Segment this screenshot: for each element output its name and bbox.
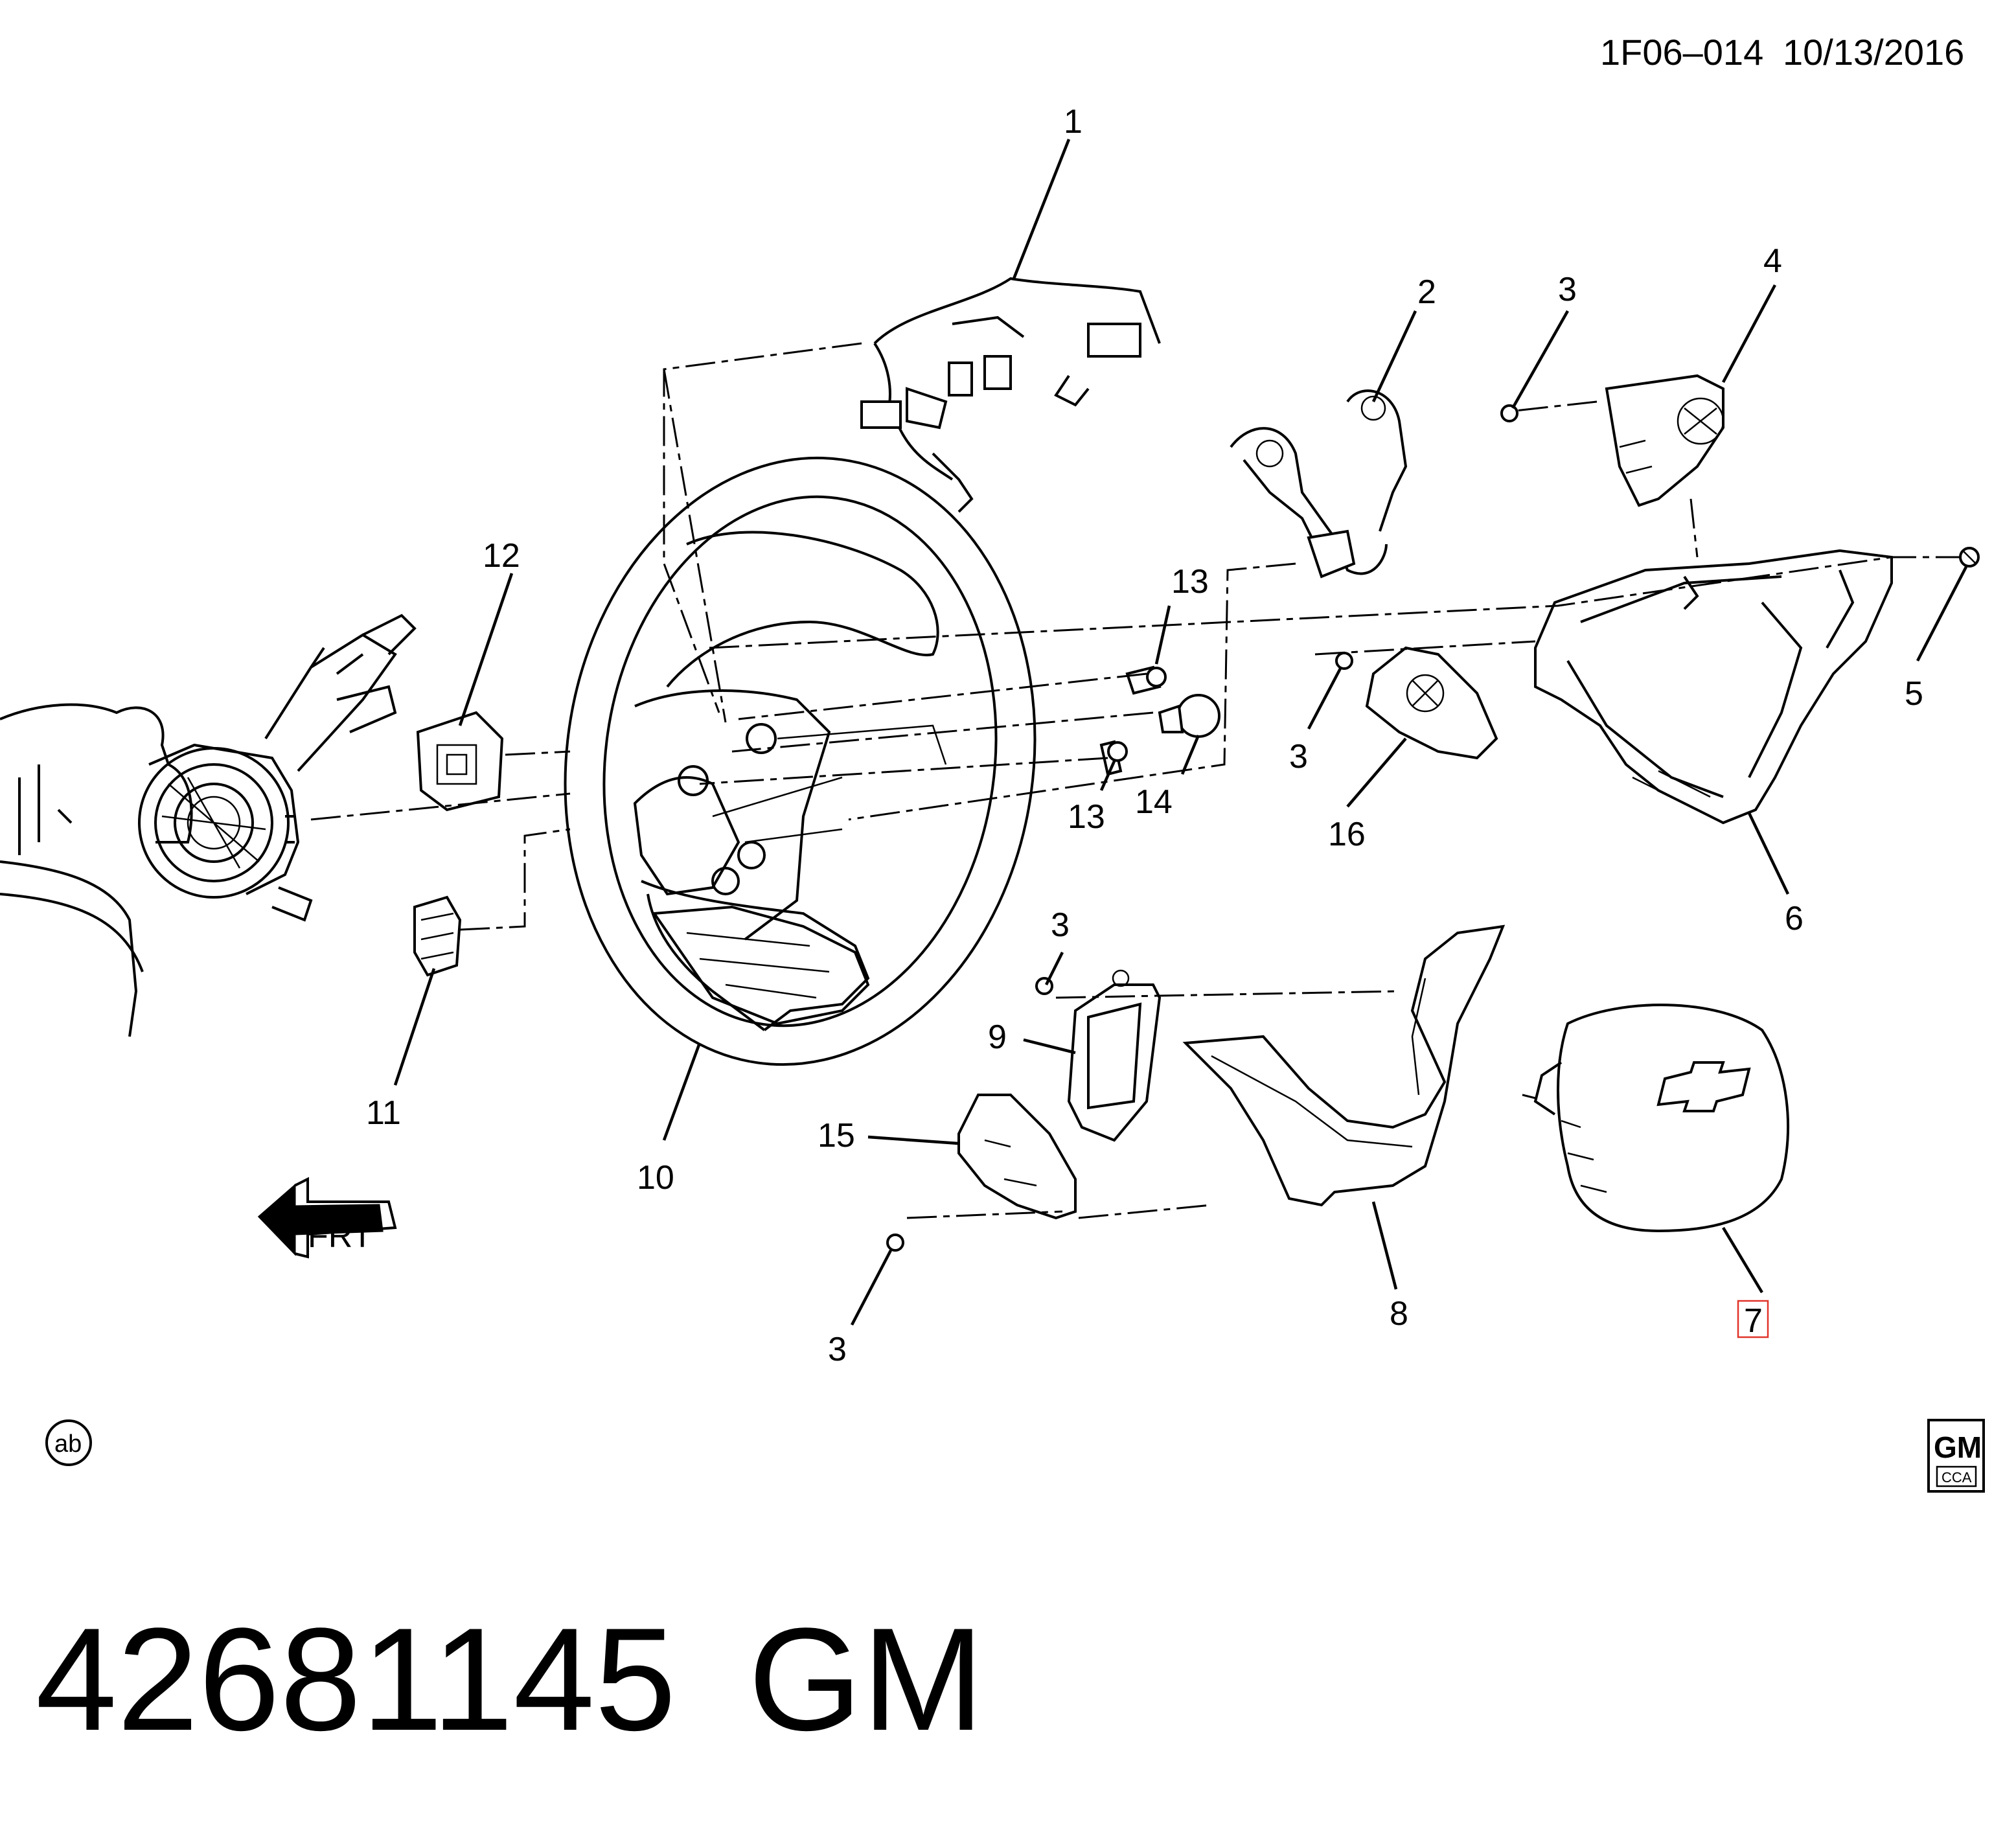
callout-7: 7 xyxy=(1744,1302,1763,1340)
part-13-screws xyxy=(1099,665,1167,776)
callout-14: 14 xyxy=(1135,783,1173,821)
part-8-lower-trim xyxy=(1182,924,1506,1207)
part-12 xyxy=(416,711,504,812)
callout-3b: 3 xyxy=(1289,738,1308,775)
callout-13b: 13 xyxy=(1068,798,1105,836)
part-15 xyxy=(957,1094,1077,1220)
callout-15: 15 xyxy=(818,1117,855,1154)
part-9 xyxy=(1067,969,1162,1142)
callout-6: 6 xyxy=(1785,900,1804,937)
callout-1: 1 xyxy=(1064,103,1082,141)
logo-brand: GM xyxy=(1934,1430,1982,1464)
ab-mark: ab xyxy=(54,1430,82,1458)
callout-16: 16 xyxy=(1328,816,1366,853)
callout-8: 8 xyxy=(1390,1295,1408,1333)
part-16 xyxy=(1365,646,1498,760)
part-4 xyxy=(1605,374,1724,507)
part-7-airbag xyxy=(1533,1004,1789,1233)
gm-cca-logo-icon: GM CCA xyxy=(1927,1419,1985,1493)
part-14 xyxy=(1158,694,1220,738)
alignment-lines xyxy=(310,342,1960,1219)
ab-circle-icon: ab xyxy=(45,1419,92,1466)
callout-10: 10 xyxy=(637,1159,674,1197)
frt-label: FRT xyxy=(308,1217,372,1255)
callout-9: 9 xyxy=(988,1018,1007,1056)
diagram-code: 1F06–014 xyxy=(1600,32,1763,73)
part-number: 42681145 xyxy=(36,1597,676,1761)
brand-label: GM xyxy=(748,1597,984,1761)
callout-3a: 3 xyxy=(1558,271,1577,308)
callout-3c: 3 xyxy=(1051,906,1070,944)
diagram-date: 10/13/2016 xyxy=(1783,32,1964,73)
callout-2: 2 xyxy=(1417,273,1436,311)
callout-3d: 3 xyxy=(828,1331,847,1368)
steering-wheel xyxy=(564,456,1037,1066)
part-2 xyxy=(1230,389,1408,579)
chevrolet-bowtie-icon xyxy=(1656,1061,1751,1112)
callouts: 1 2 3 4 5 6 3 16 12 13 13 14 3 9 11 10 1… xyxy=(366,103,1923,1368)
callout-11: 11 xyxy=(366,1094,401,1132)
part-6-trim xyxy=(1534,549,1893,825)
callout-13a: 13 xyxy=(1171,563,1209,601)
leader-lines xyxy=(393,139,1967,1326)
logo-sub: CCA xyxy=(1942,1469,1972,1486)
part-5 xyxy=(1959,547,1980,568)
front-direction-arrow-icon: FRT xyxy=(257,1176,397,1259)
part-11 xyxy=(413,895,462,977)
callout-4: 4 xyxy=(1763,242,1782,280)
steering-column xyxy=(0,614,417,1037)
callout-7-highlight xyxy=(1737,1300,1769,1338)
callout-5: 5 xyxy=(1905,675,1923,713)
part-1-harness xyxy=(860,277,1161,513)
callout-12: 12 xyxy=(483,537,520,575)
